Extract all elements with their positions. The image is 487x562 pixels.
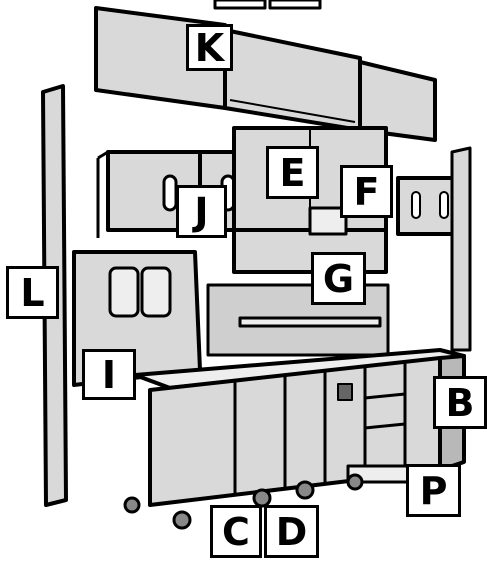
- control-panel: [337, 383, 353, 401]
- casters: [123, 473, 364, 530]
- shelf: [238, 316, 382, 328]
- top-label-frame: [213, 0, 267, 10]
- top-label-frame: [268, 0, 322, 10]
- label-c: C: [210, 505, 262, 558]
- label-p: P: [406, 464, 461, 517]
- label-e: E: [266, 146, 319, 199]
- label-k: K: [186, 24, 233, 71]
- label-b: B: [433, 376, 487, 429]
- label-d: D: [264, 505, 319, 558]
- label-l: L: [6, 266, 59, 319]
- label-i: I: [82, 349, 136, 400]
- label-j: J: [176, 185, 227, 238]
- cabinet-j-handle: [162, 174, 178, 212]
- dispenser: [108, 266, 140, 318]
- label-f: F: [340, 165, 393, 218]
- label-g: G: [311, 252, 366, 305]
- upper-cabinet-k-right: [358, 60, 437, 142]
- wall-cabinet-right: [396, 176, 462, 236]
- upper-cabinet-k-middle: [223, 28, 362, 132]
- dispenser: [140, 266, 172, 318]
- side-column-right: [450, 146, 472, 352]
